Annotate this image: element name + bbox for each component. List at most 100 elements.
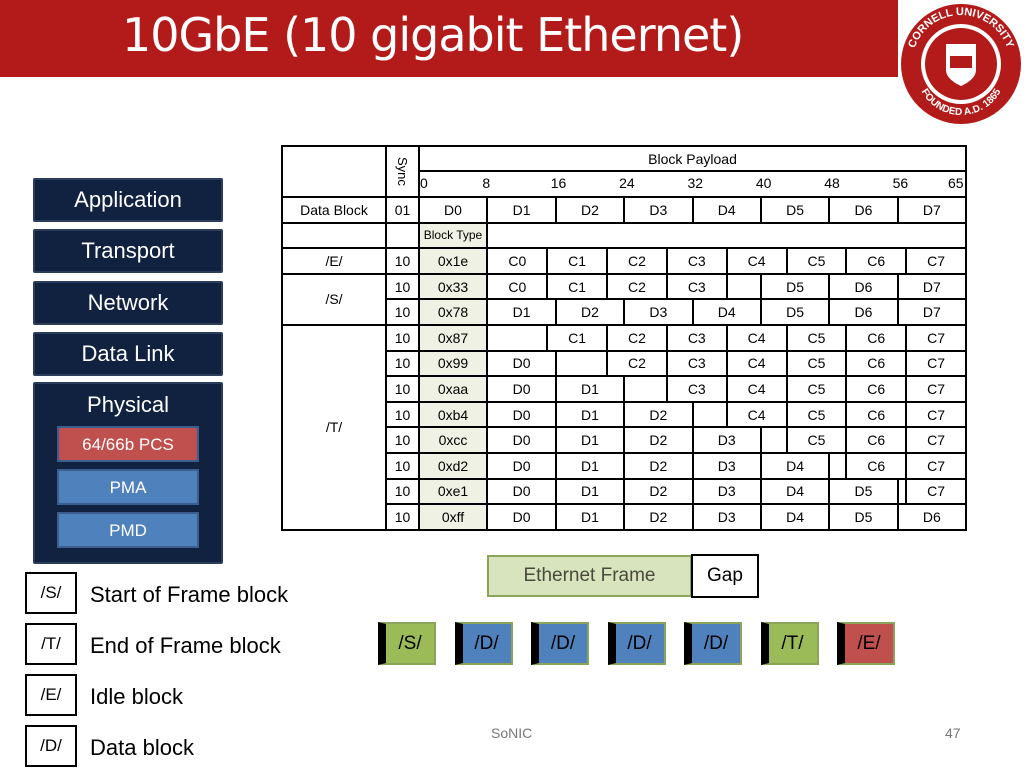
block-type-cell: Block Type — [418, 221, 488, 250]
row-label: Data Block — [281, 196, 387, 224]
bit-tick: 56 — [892, 175, 909, 191]
payload-cell: C4 — [725, 375, 788, 403]
sync-cell — [385, 221, 420, 250]
payload-cell: D0 — [486, 477, 557, 506]
payload-cell: C2 — [606, 247, 668, 275]
payload-cell: C7 — [905, 375, 967, 403]
payload-cell: D2 — [623, 400, 694, 429]
sync-cell: 10 — [385, 426, 420, 454]
bit-tick: 32 — [687, 175, 704, 191]
block-t: /T/ — [760, 622, 819, 665]
gap-box: Gap — [691, 554, 759, 598]
block-d: /D/ — [454, 622, 513, 665]
sync-cell: 10 — [385, 324, 420, 352]
legend-code: /S/ — [25, 572, 77, 614]
payload-cell: C5 — [785, 324, 848, 352]
empty-cell — [554, 349, 609, 378]
bit-tick: 16 — [550, 175, 567, 191]
bit-tick: 24 — [619, 175, 635, 191]
payload-cell: C7 — [905, 324, 967, 352]
payload-cell: C6 — [845, 375, 908, 403]
payload-cell: D6 — [828, 272, 899, 301]
payload-cell: D4 — [759, 477, 831, 506]
block-type-cell: 0xd2 — [418, 452, 488, 480]
payload-cell: D5 — [828, 503, 899, 531]
payload-cell: D1 — [554, 400, 626, 429]
empty-cell — [486, 221, 967, 250]
legend-code: /E/ — [25, 674, 77, 716]
sync-cell: 10 — [385, 349, 420, 378]
payload-cell: D2 — [623, 426, 694, 454]
payload-cell: C2 — [606, 349, 668, 378]
block-type-cell: 0xcc — [418, 426, 488, 454]
payload-cell: D7 — [896, 196, 967, 224]
block-type-cell: 0xb4 — [418, 400, 488, 429]
payload-cell: D3 — [623, 196, 694, 224]
empty-cell — [759, 426, 788, 454]
payload-cell: D2 — [623, 503, 694, 531]
payload-cell: D0 — [486, 375, 557, 403]
payload-cell: D6 — [896, 503, 967, 531]
payload-cell: D0 — [486, 426, 557, 454]
layer-data-link: Data Link — [33, 331, 223, 376]
payload-cell: C4 — [725, 324, 788, 352]
sync-header: Sync — [385, 145, 420, 198]
payload-cell: D2 — [623, 452, 694, 480]
sync-header-label: Sync — [395, 157, 410, 186]
payload-cell: D2 — [554, 196, 626, 224]
payload-cell: C7 — [905, 477, 967, 506]
row-label: /S/ — [281, 272, 387, 326]
block-type-cell: 0x78 — [418, 298, 488, 326]
payload-cell: C3 — [665, 247, 728, 275]
block-e: /E/ — [837, 622, 895, 665]
block-type-cell: 0x1e — [418, 247, 488, 275]
payload-cell: D0 — [486, 503, 557, 531]
empty-cell — [623, 375, 668, 403]
block-type-cell: 0xaa — [418, 375, 488, 403]
bit-tick: 0 — [420, 175, 428, 191]
payload-cell: C2 — [606, 324, 668, 352]
payload-cell: D4 — [691, 298, 762, 326]
payload-cell: D0 — [486, 349, 557, 378]
payload-cell: D2 — [554, 298, 626, 326]
payload-header: Block Payload — [418, 145, 967, 172]
sync-cell: 10 — [385, 375, 420, 403]
sublayer-pmd: PMD — [57, 512, 199, 548]
payload-cell: D0 — [486, 452, 557, 480]
payload-cell: C6 — [845, 349, 908, 378]
layer-application: Application — [33, 178, 223, 222]
payload-cell: C7 — [905, 452, 967, 480]
sync-cell: 10 — [385, 400, 420, 429]
payload-cell: C6 — [845, 452, 908, 480]
payload-cell: D4 — [691, 196, 762, 224]
payload-cell: D3 — [691, 503, 762, 531]
sync-cell: 10 — [385, 452, 420, 480]
payload-cell: D1 — [554, 503, 626, 531]
payload-cell: C5 — [785, 400, 848, 429]
bit-tick: 40 — [755, 175, 772, 191]
slide-title: 10GbE (10 gigabit Ethernet) — [122, 8, 744, 62]
payload-cell: C3 — [665, 272, 728, 301]
payload-cell: C0 — [486, 272, 549, 301]
payload-cell: C7 — [905, 400, 967, 429]
payload-cell: D1 — [554, 477, 626, 506]
row-label — [281, 221, 387, 250]
payload-cell: C6 — [845, 247, 908, 275]
gap-label: Gap — [707, 565, 743, 586]
payload-cell: C4 — [725, 400, 788, 429]
block-type-cell: D0 — [418, 196, 488, 224]
payload-cell: D6 — [828, 196, 899, 224]
legend-text: Idle block — [90, 684, 183, 709]
sublayer-pma: PMA — [57, 469, 199, 505]
bit-tick: 48 — [824, 175, 840, 191]
block-d: /D/ — [531, 622, 589, 665]
payload-cell: C1 — [546, 247, 609, 275]
payload-cell: D5 — [759, 298, 831, 326]
block-d: /D/ — [607, 622, 666, 665]
page-number: 47 — [945, 725, 961, 741]
payload-cell: C6 — [845, 426, 908, 454]
payload-cell: C4 — [725, 247, 788, 275]
sync-cell: 01 — [385, 196, 420, 224]
payload-cell: D3 — [691, 477, 762, 506]
payload-cell: C3 — [665, 349, 728, 378]
